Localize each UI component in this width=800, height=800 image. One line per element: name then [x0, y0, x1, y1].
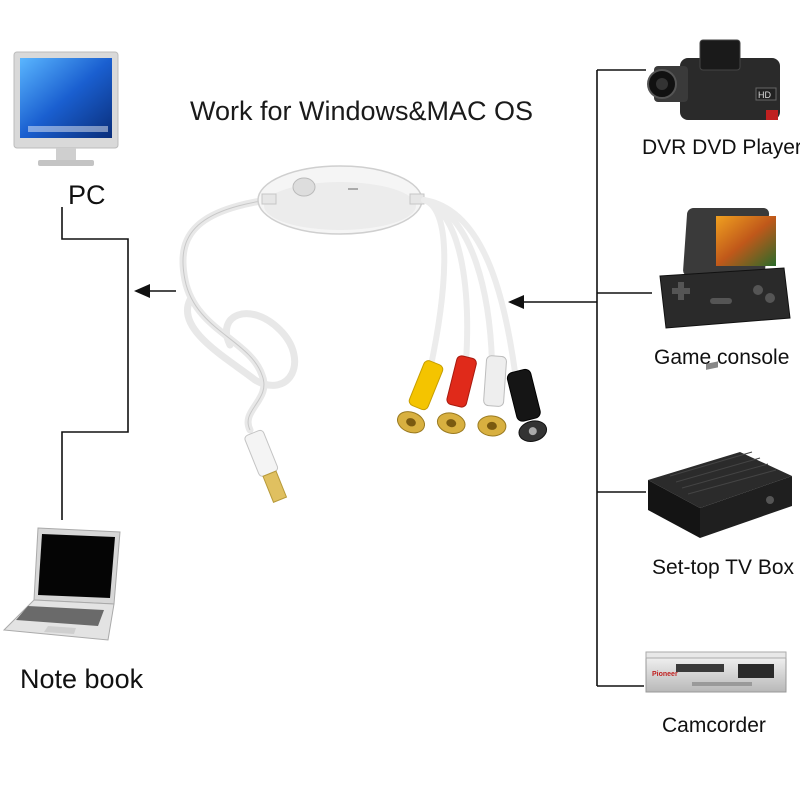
- rca-plug-red: [436, 355, 477, 434]
- rca-plug-white: [477, 355, 507, 437]
- dvd-brand-logo: Pioneer: [652, 671, 678, 678]
- arrow-to-cable: [508, 295, 597, 309]
- diagram-title: Work for Windows&MAC OS: [190, 96, 534, 126]
- device-label-dvr: DVR DVD Player: [642, 136, 800, 159]
- rca-cables: [421, 197, 518, 375]
- dvd-player-icon: Pioneer: [645, 651, 787, 693]
- camcorder-icon: HD: [647, 39, 780, 120]
- laptop-icon: [2, 527, 121, 641]
- left-connector-lines: [61, 207, 129, 520]
- usb-cable-outline: [182, 195, 301, 431]
- device-label-settop: Set-top TV Box: [652, 556, 795, 579]
- right-connector-lines: [596, 69, 652, 687]
- usb-cable: [179, 192, 304, 434]
- pc-monitor-icon: [13, 51, 119, 166]
- device-label-game-console: Game console: [654, 346, 790, 369]
- arrow-to-computers: [134, 284, 176, 298]
- rca-plug-yellow: [396, 360, 444, 434]
- camcorder-hd-badge: HD: [758, 90, 771, 100]
- settop-box-icon: [648, 361, 792, 538]
- capture-dongle: [257, 165, 425, 235]
- svideo-plug-black: [506, 368, 548, 442]
- handheld-console-icon: [659, 208, 791, 329]
- usb-plug: [244, 429, 288, 503]
- device-label-camcorder: Camcorder: [662, 714, 766, 737]
- notebook-label: Note book: [20, 664, 144, 694]
- pc-label: PC: [68, 180, 106, 210]
